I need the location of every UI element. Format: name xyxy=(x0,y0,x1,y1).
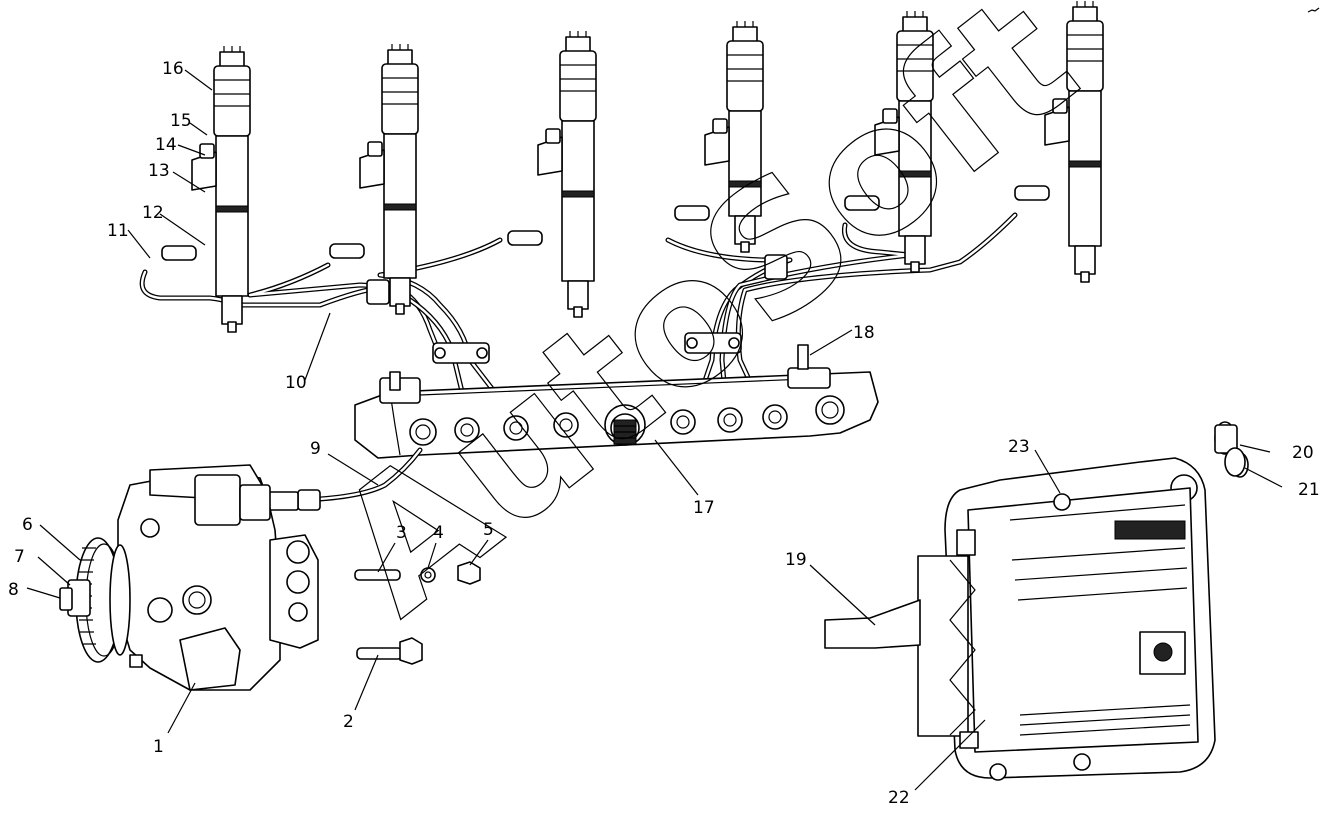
fuel-injectors xyxy=(161,1,1104,333)
callout-6: 6 xyxy=(22,515,33,535)
callout-numbers: 1 2 3 4 5 6 7 8 9 10 11 12 13 14 15 16 1… xyxy=(8,59,1320,808)
callout-3: 3 xyxy=(396,523,407,543)
callout-21: 21 xyxy=(1298,480,1320,500)
callout-20: 20 xyxy=(1292,443,1314,463)
callout-19: 19 xyxy=(785,550,807,570)
callout-9: 9 xyxy=(310,439,321,459)
callout-16: 16 xyxy=(162,59,184,79)
callout-10: 10 xyxy=(285,373,307,393)
callout-8: 8 xyxy=(8,580,19,600)
feed-pipe xyxy=(267,447,423,511)
callout-14: 14 xyxy=(155,135,177,155)
rail-pressure-sensor xyxy=(604,404,646,446)
callout-22: 22 xyxy=(888,788,910,808)
callout-7: 7 xyxy=(14,547,25,567)
injector-1 xyxy=(161,46,251,333)
callout-2: 2 xyxy=(343,712,354,732)
callout-12: 12 xyxy=(142,203,164,223)
pipe-clamps xyxy=(366,254,788,364)
corner-mark xyxy=(1307,7,1320,13)
callout-18: 18 xyxy=(853,323,875,343)
callout-17: 17 xyxy=(693,498,715,518)
callout-1: 1 xyxy=(153,737,164,757)
callout-13: 13 xyxy=(148,161,170,181)
injector-3 xyxy=(507,31,597,318)
injector-2 xyxy=(329,44,419,315)
callout-11: 11 xyxy=(107,221,129,241)
injector-4 xyxy=(674,21,764,253)
injector-5 xyxy=(844,11,934,273)
leader-lines xyxy=(26,69,1283,791)
fasteners xyxy=(354,561,481,665)
callout-4: 4 xyxy=(433,523,444,543)
callout-5: 5 xyxy=(483,520,494,540)
ecu xyxy=(824,457,1216,781)
high-pressure-pump xyxy=(59,464,319,691)
common-rail xyxy=(354,344,879,459)
callout-15: 15 xyxy=(170,111,192,131)
ecu-bolts xyxy=(1214,421,1249,478)
callout-23: 23 xyxy=(1008,437,1030,457)
injector-6 xyxy=(1014,1,1104,283)
gear-washer xyxy=(59,587,73,611)
